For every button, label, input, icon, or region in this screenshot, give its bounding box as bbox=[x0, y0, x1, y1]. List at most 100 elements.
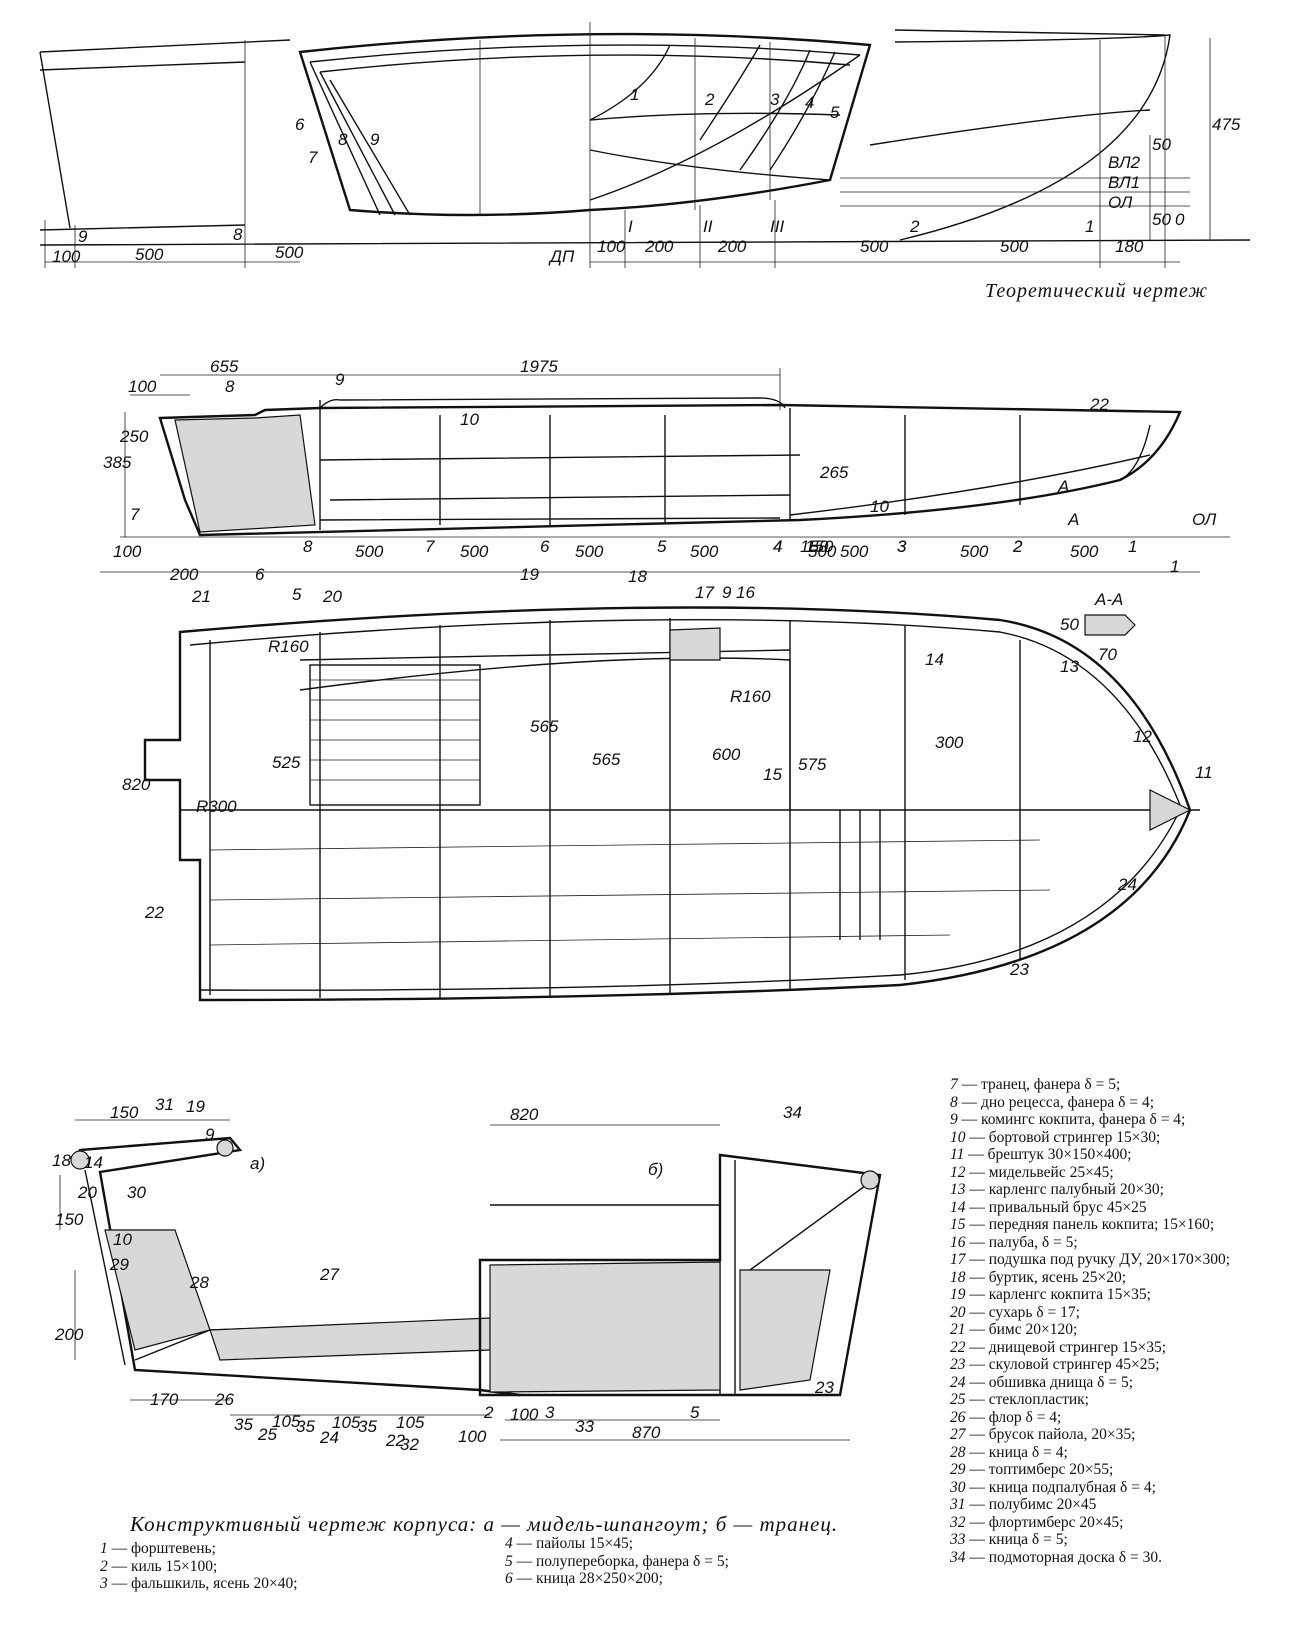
legend-item: 33 — кница δ = 5; bbox=[950, 1531, 1068, 1548]
dimension-label: 6 bbox=[540, 537, 550, 556]
dimension-label: III bbox=[770, 217, 784, 236]
dimension-label: 50 bbox=[1152, 135, 1171, 154]
dimension-label: 2 bbox=[1012, 537, 1023, 556]
dimension-label: 15 bbox=[763, 765, 782, 784]
construction-caption: Конструктивный чертеж корпуса: а — мидел… bbox=[130, 1512, 839, 1536]
dimension-label: 500 bbox=[690, 542, 719, 561]
dimension-label: 200 bbox=[717, 237, 747, 256]
dimension-label: 11 bbox=[1195, 763, 1213, 782]
dimension-label: А bbox=[1067, 510, 1079, 529]
dimension-label: 500 bbox=[860, 237, 889, 256]
dimension-label: 31 bbox=[155, 1095, 174, 1114]
dimension-label: 300 bbox=[935, 733, 964, 752]
dimension-label: 30 bbox=[127, 1183, 146, 1202]
dimension-label: 500 bbox=[575, 542, 604, 561]
dimension-label: ОЛ bbox=[1108, 193, 1133, 212]
dimension-label: 6 bbox=[255, 565, 265, 584]
dimension-label: 500 bbox=[460, 542, 489, 561]
dimension-label: 500 bbox=[840, 542, 869, 561]
dimension-label: 265 bbox=[819, 463, 849, 482]
dimension-label: 3 bbox=[545, 1403, 555, 1422]
midship-section bbox=[59, 1119, 521, 1416]
legend-item: 28 — кница δ = 4; bbox=[950, 1443, 1068, 1461]
legend-item: 12 — мидельвейс 25×45; bbox=[950, 1163, 1114, 1181]
legend-item: 13 — карленгс палубный 20×30; bbox=[950, 1181, 1164, 1198]
dimension-label: 4 bbox=[773, 537, 782, 556]
dimension-label: 8 bbox=[303, 537, 313, 556]
legend-item: 31 — полубимс 20×45 bbox=[950, 1496, 1097, 1513]
dimension-label: 820 bbox=[510, 1105, 539, 1124]
dimension-label: 475 bbox=[1212, 115, 1241, 134]
dimension-label: 20 bbox=[322, 587, 342, 606]
dimension-label: 8 bbox=[338, 130, 348, 149]
legend-item: 20 — сухарь δ = 17; bbox=[950, 1303, 1080, 1321]
dimension-label: 28 bbox=[189, 1273, 209, 1292]
dimension-label: 10 bbox=[113, 1230, 132, 1249]
dimension-label: 500 bbox=[1070, 542, 1099, 561]
dimension-label: 180 bbox=[1115, 237, 1144, 256]
dimension-label: 100 bbox=[128, 377, 157, 396]
legend-left: 1 — форштевень; 2 — киль 15×100; 3 — фал… bbox=[100, 1540, 298, 1593]
dimension-label: 1 bbox=[630, 85, 639, 104]
dimension-label: R160 bbox=[268, 637, 309, 656]
dimension-label: 820 bbox=[122, 775, 151, 794]
dimension-label: 9 bbox=[205, 1125, 215, 1144]
dimension-label: 23 bbox=[1009, 960, 1029, 979]
dimension-label: 10 bbox=[870, 497, 889, 516]
legend-item: 15 — передняя панель кокпита; 15×160; bbox=[950, 1216, 1215, 1233]
dimension-label: 100 bbox=[597, 237, 626, 256]
dimension-label: 150 bbox=[110, 1103, 139, 1122]
dimension-label: 565 bbox=[530, 717, 559, 736]
dimension-label: 500 bbox=[275, 243, 304, 262]
legend-item: 21 — бимс 20×120; bbox=[950, 1321, 1078, 1338]
legend-right: 7 — транец, фанера δ = 5;8 — дно рецесса… bbox=[950, 1076, 1290, 1566]
dimension-label: 5 bbox=[292, 585, 302, 604]
dimension-label: 4 bbox=[805, 93, 814, 112]
legend-item: 26 — флор δ = 4; bbox=[950, 1408, 1062, 1426]
section-aa-label: 50 bbox=[1060, 615, 1079, 634]
dimension-label: 7 bbox=[130, 505, 140, 524]
dimension-label: 100 bbox=[458, 1427, 487, 1446]
dimension-label: 1 bbox=[1170, 557, 1179, 576]
dimension-label: 6 bbox=[295, 115, 305, 134]
dimension-label: ОЛ bbox=[1192, 510, 1217, 529]
dimension-label: 2 bbox=[483, 1403, 494, 1422]
dimension-label: 35 bbox=[296, 1417, 315, 1436]
legend-item: 11 — брештук 30×150×400; bbox=[950, 1146, 1132, 1163]
legend-item: 3 — фальшкиль, ясень 20×40; bbox=[100, 1575, 298, 1592]
theoretical-caption: Теоретический чертеж bbox=[985, 280, 1209, 302]
dimension-label: 23 bbox=[814, 1378, 834, 1397]
dimension-label: 500 bbox=[355, 542, 384, 561]
legend-item: 29 — топтимберс 20×55; bbox=[950, 1461, 1114, 1478]
dimension-label: 5 bbox=[830, 103, 840, 122]
legend-item: 14 — привальный брус 45×25 bbox=[950, 1198, 1147, 1216]
dimension-label: 18 bbox=[628, 567, 647, 586]
dimension-label: 100 bbox=[52, 247, 81, 266]
dimension-label: 8 bbox=[225, 377, 235, 396]
dimension-label: 12 bbox=[1133, 727, 1152, 746]
dimension-label: 870 bbox=[632, 1423, 661, 1442]
legend-item: 8 — дно рецесса, фанера δ = 4; bbox=[950, 1093, 1155, 1111]
legend-item: 27 — брусок пайола, 20×35; bbox=[950, 1426, 1136, 1443]
dimension-label: 575 bbox=[798, 755, 827, 774]
legend-item: 23 — скуловой стрингер 45×25; bbox=[950, 1356, 1160, 1373]
dimension-label: 35 bbox=[358, 1417, 377, 1436]
dimension-label: 200 bbox=[169, 565, 199, 584]
dimension-label: 1 bbox=[1128, 537, 1137, 556]
dimension-label: 105 bbox=[272, 1412, 301, 1431]
legend-item: 10 — бортовой стрингер 15×30; bbox=[950, 1128, 1161, 1146]
dimension-label: 655 bbox=[210, 357, 239, 376]
dimension-label: 24 bbox=[319, 1428, 339, 1447]
dimension-label: 9 bbox=[370, 130, 380, 149]
dimension-label: 500 bbox=[1000, 237, 1029, 256]
legend-item: 4 — пайолы 15×45; bbox=[505, 1535, 634, 1552]
dimension-label: 16 bbox=[736, 583, 755, 602]
dimension-label: 17 bbox=[695, 583, 714, 602]
legend-item: 2 — киль 15×100; bbox=[100, 1557, 218, 1575]
legend-item: 25 — стеклопластик; bbox=[950, 1391, 1089, 1408]
plan-view bbox=[143, 606, 1200, 1002]
dimension-label: 10 bbox=[460, 410, 479, 429]
dimension-label: 2 bbox=[704, 90, 715, 109]
